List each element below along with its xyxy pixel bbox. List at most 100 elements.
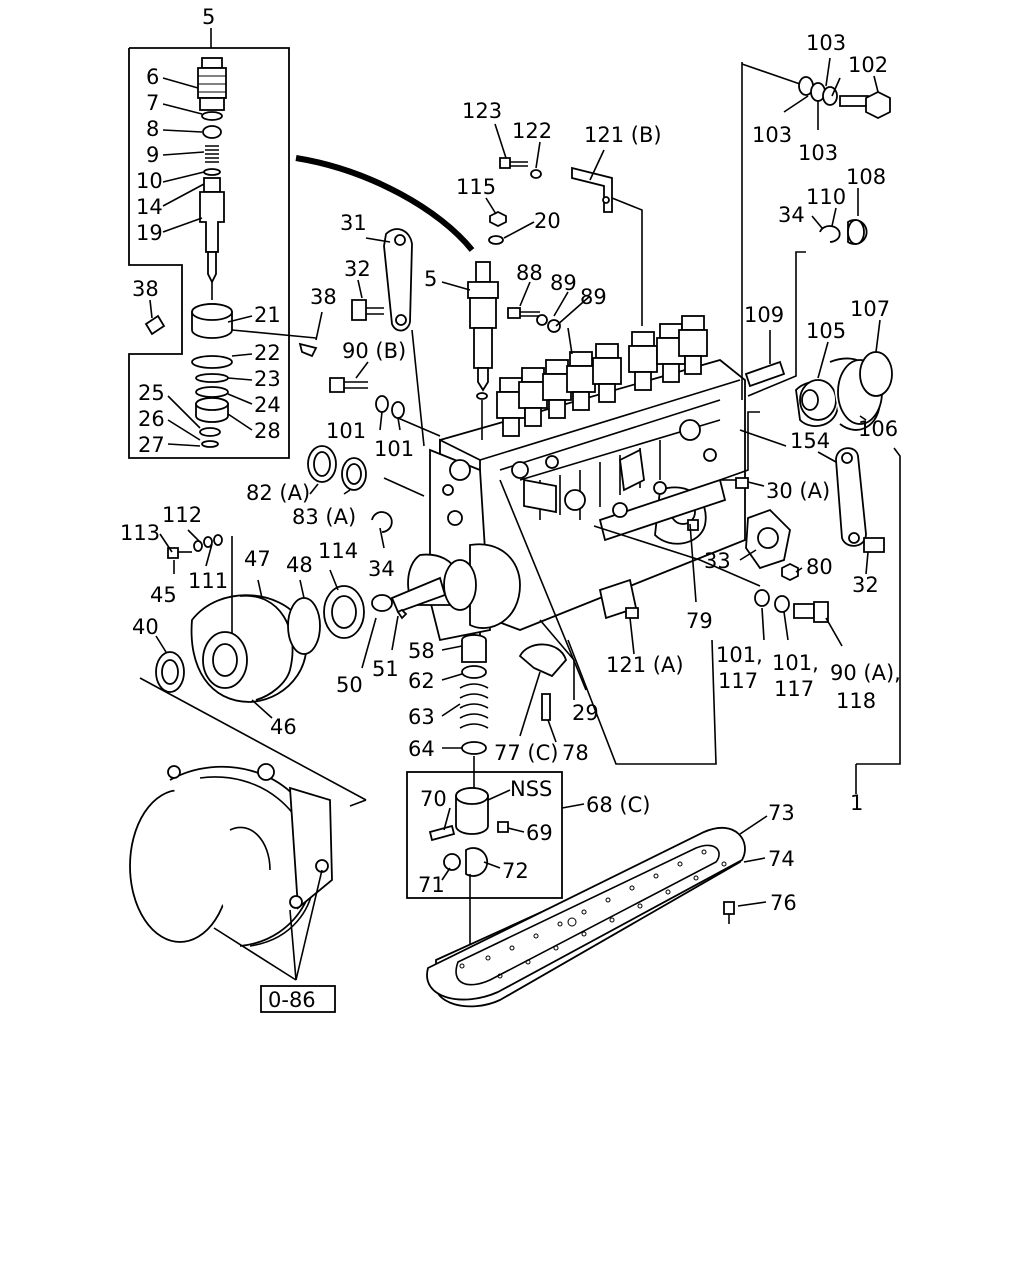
label-31: 31 [340,211,367,235]
label-89a: 89 [550,271,577,295]
label-101a: 101 [326,419,366,443]
label-122: 122 [512,119,552,143]
label-74: 74 [768,847,795,871]
label-103a: 103 [806,31,846,55]
label-29: 29 [572,701,599,725]
label-76: 76 [770,891,797,915]
label-68c: 68 (C) [586,793,650,817]
label-38a: 38 [132,277,159,301]
label-34a: 34 [778,203,805,227]
label-32a: 32 [344,257,371,281]
nozzle-holder-detail-box [128,47,290,459]
plunger-column-parts [459,578,639,790]
label-58: 58 [408,639,435,663]
label-117b: 117 [774,677,814,701]
label-7: 7 [146,91,159,115]
label-28: 28 [254,419,281,443]
label-46: 46 [270,715,297,739]
label-38b: 38 [310,285,337,309]
label-78: 78 [562,741,589,765]
label-34b: 34 [368,557,395,581]
label-88: 88 [516,261,543,285]
label-111: 111 [188,569,228,593]
label-62: 62 [408,669,435,693]
nozzle-holder-assembly [467,261,499,440]
label-72: 72 [502,859,529,883]
label-21: 21 [254,303,281,327]
label-6: 6 [146,65,159,89]
label-20: 20 [534,209,561,233]
left-side-parts [155,445,408,703]
label-79: 79 [686,609,713,633]
label-22: 22 [254,341,281,365]
label-101d: 101, [772,651,819,675]
label-83a: 83 (A) [292,505,356,529]
label-48: 48 [286,553,313,577]
leader-lines [139,28,901,981]
label-10: 10 [136,169,163,193]
label-69: 69 [526,821,553,845]
label-103c: 103 [798,141,838,165]
label-nss: NSS [510,777,552,801]
oil-pan-gasket [426,826,746,1008]
label-118: 118 [836,689,876,713]
label-108: 108 [846,165,886,189]
label-30a: 30 (A) [766,479,830,503]
label-101b: 101 [374,437,414,461]
label-117a: 117 [718,669,758,693]
label-32b: 32 [852,573,879,597]
label-8: 8 [146,117,159,141]
label-63: 63 [408,705,435,729]
label-101c: 101, [716,643,763,667]
label-115: 115 [456,175,496,199]
label-110: 110 [806,185,846,209]
label-154: 154 [790,429,830,453]
label-113: 113 [120,521,160,545]
label-40: 40 [132,615,159,639]
label-112: 112 [162,503,202,527]
label-27: 27 [138,433,165,457]
label-26: 26 [138,407,165,431]
label-33: 33 [704,549,731,573]
plunger-kit-detail-box [406,771,563,899]
label-5b: 5 [424,267,437,291]
label-50: 50 [336,673,363,697]
label-70: 70 [420,787,447,811]
label-23: 23 [254,367,281,391]
nozzle-holder-parts [144,57,318,448]
label-1: 1 [850,791,863,815]
label-47: 47 [244,547,271,571]
label-51: 51 [372,657,399,681]
delivery-valve-holders [496,315,708,437]
upper-brackets [329,157,613,419]
label-64: 64 [408,737,435,761]
label-77c: 77 (C) [494,741,558,765]
label-90a: 90 (A), [830,661,901,685]
label-45: 45 [150,583,177,607]
label-90b: 90 (B) [342,339,406,363]
label-25: 25 [138,381,165,405]
label-82a: 82 (A) [246,481,310,505]
label-109: 109 [744,303,784,327]
label-114: 114 [318,539,358,563]
label-19: 19 [136,221,163,245]
label-106: 106 [858,417,898,441]
plunger-kit-parts [428,787,509,964]
label-71: 71 [418,873,445,897]
label-9: 9 [146,143,159,167]
reference-label: 0-86 [268,988,316,1012]
reference-box [260,985,336,1013]
label-89b: 89 [580,285,607,309]
label-5a: 5 [202,5,215,29]
label-107: 107 [850,297,890,321]
label-14: 14 [136,195,163,219]
label-121a: 121 (A) [606,653,684,677]
label-80: 80 [806,555,833,579]
part-labels: 5 6 7 8 9 10 14 19 38 21 22 23 24 25 26 … [120,5,901,1012]
label-121b: 121 (B) [584,123,662,147]
label-123: 123 [462,99,502,123]
label-24: 24 [254,393,281,417]
label-102: 102 [848,53,888,77]
label-105: 105 [806,319,846,343]
